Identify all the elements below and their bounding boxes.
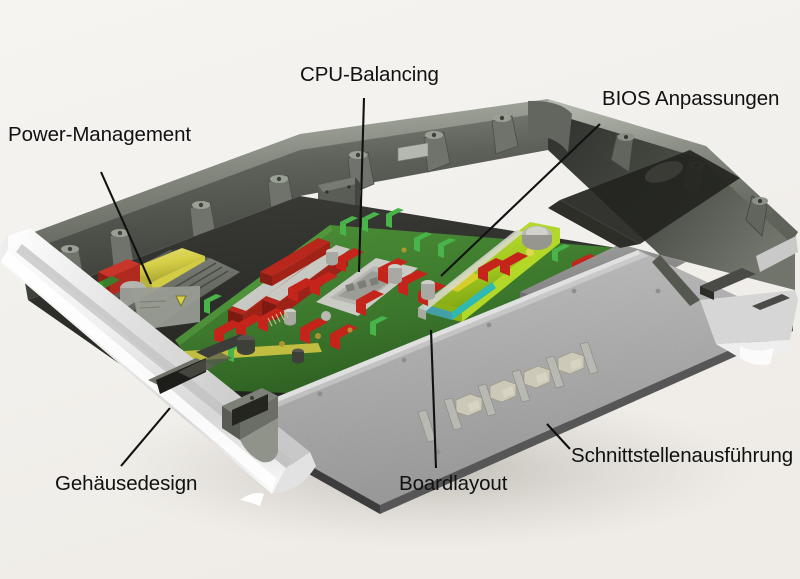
annotation-label-schnittstellenausfuehrung: Schnittstellenausführung — [571, 444, 794, 467]
coin-battery — [522, 226, 552, 250]
annotation-label-power-management: Power-Management — [8, 123, 191, 146]
annotation-label-boardlayout: Boardlayout — [399, 472, 508, 495]
io-connector-posts — [417, 341, 599, 443]
annotation-label-gehaeusedesign: Gehäusedesign — [55, 472, 198, 495]
board-components — [204, 208, 624, 362]
front-corner-bracket — [222, 388, 278, 463]
plate-cutouts — [700, 268, 790, 310]
annotation-label-bios-anpassungen: BIOS Anpassungen — [602, 87, 780, 110]
annotation-label-cpu-balancing: CPU-Balancing — [300, 63, 439, 86]
